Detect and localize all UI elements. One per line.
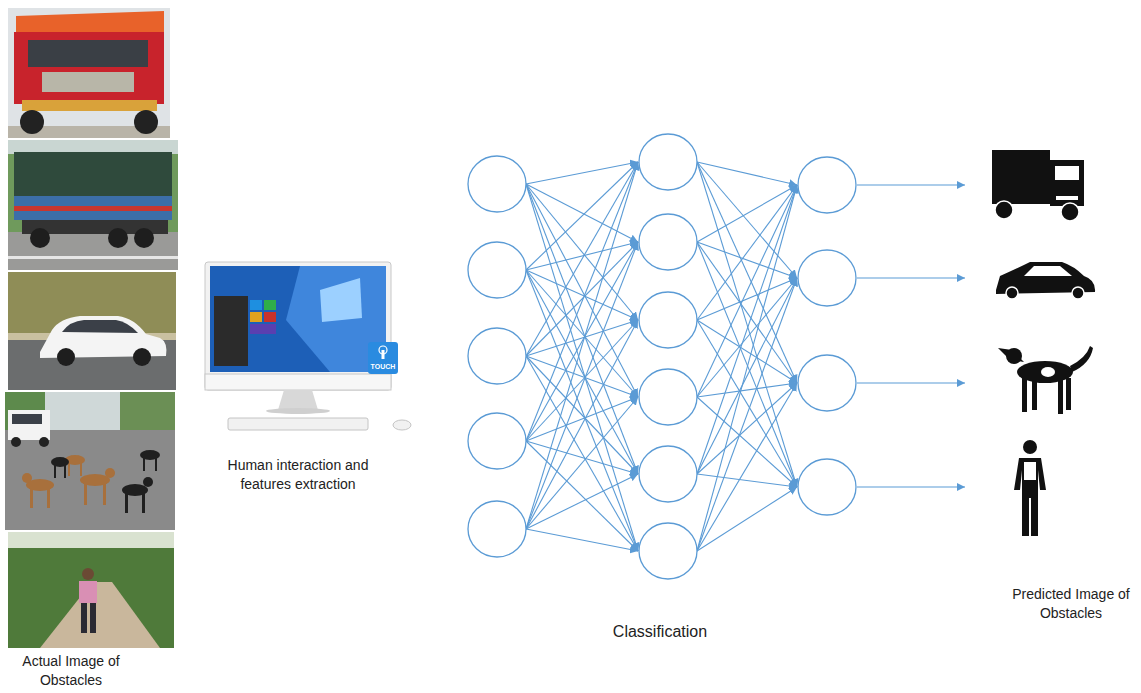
panel-caption: Actual Image of Obstacles [6,652,136,690]
truck-photo [8,8,170,138]
car-silhouette [996,262,1095,299]
section-label: Classification [560,621,760,643]
person-silhouette [1014,440,1046,536]
truck-silhouette [992,150,1084,221]
dogs-photo [5,392,175,530]
computer-illustration [205,262,411,430]
dog-silhouette [998,346,1093,414]
icon-label: TOUCH [368,362,398,371]
person-photo [8,532,174,648]
panel-caption: Human interaction and features extractio… [212,456,384,494]
panel-caption: Predicted Image of Obstacles [1003,585,1139,623]
truck-back-photo [8,140,178,270]
network-connections [526,162,965,551]
car-photo [8,272,176,390]
neurons [468,134,856,579]
